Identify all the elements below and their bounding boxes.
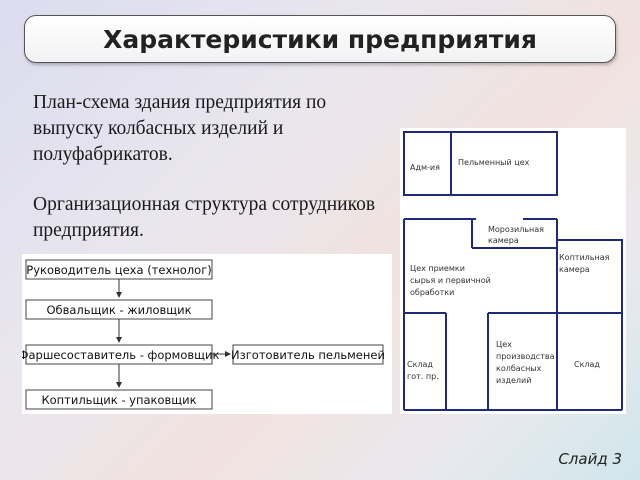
svg-text:сырья и первичной: сырья и первичной [410, 276, 491, 285]
room-pelmeni: Пельменный цех [458, 158, 530, 167]
org-box-smoker: Коптильщик - упаковщик [25, 389, 213, 410]
floor-plan: Адм-ия Пельменный цех Морозильная камера… [403, 131, 623, 411]
plan-description: План-схема здания предприятия по выпуску… [33, 92, 327, 165]
svg-text:Руководитель цеха (технолог): Руководитель цеха (технолог) [26, 263, 211, 277]
org-box-deboner: Обвальщик - жиловщик [25, 299, 213, 320]
org-description: Организационная структура сотрудников пр… [33, 194, 376, 241]
svg-text:гот. пр.: гот. пр. [407, 372, 439, 381]
svg-text:изделий: изделий [496, 376, 531, 385]
room-smokehouse: Коптильная [559, 253, 610, 262]
room-finished-goods: Склад [407, 360, 433, 369]
svg-text:колбасных: колбасных [496, 364, 542, 373]
room-intake: Цех приемки [410, 264, 465, 273]
room-freezer: Морозильная [488, 225, 544, 234]
svg-text:камера: камера [488, 236, 519, 245]
title-box: Характеристики предприятия [24, 15, 616, 63]
svg-text:камера: камера [559, 265, 590, 274]
svg-text:Коптильщик - упаковщик: Коптильщик - упаковщик [41, 393, 196, 407]
svg-text:Изготовитель пельменей: Изготовитель пельменей [231, 348, 385, 362]
org-box-mincer: Фаршесоставитель - формовщик [19, 344, 219, 365]
svg-text:производства: производства [496, 352, 555, 361]
svg-text:обработки: обработки [410, 288, 454, 297]
room-warehouse: Склад [574, 360, 600, 369]
floor-plan-panel: Адм-ия Пельменный цех Морозильная камера… [400, 128, 626, 414]
org-chart: Руководитель цеха (технолог) Обвальщик -… [19, 259, 385, 410]
room-sausage-shop: Цех [496, 340, 512, 349]
org-box-manager: Руководитель цеха (технолог) [25, 259, 213, 280]
org-chart-panel: Руководитель цеха (технолог) Обвальщик -… [19, 254, 392, 414]
room-admin: Адм-ия [410, 163, 440, 172]
svg-text:Обвальщик - жиловщик: Обвальщик - жиловщик [46, 303, 191, 317]
slide-number: Слайд 3 [558, 450, 622, 468]
org-box-dumpling-maker: Изготовитель пельменей [231, 344, 385, 365]
page-title: Характеристики предприятия [103, 24, 537, 54]
plan-top-block [403, 131, 558, 196]
svg-text:Фаршесоставитель - формовщик: Фаршесоставитель - формовщик [22, 348, 219, 362]
